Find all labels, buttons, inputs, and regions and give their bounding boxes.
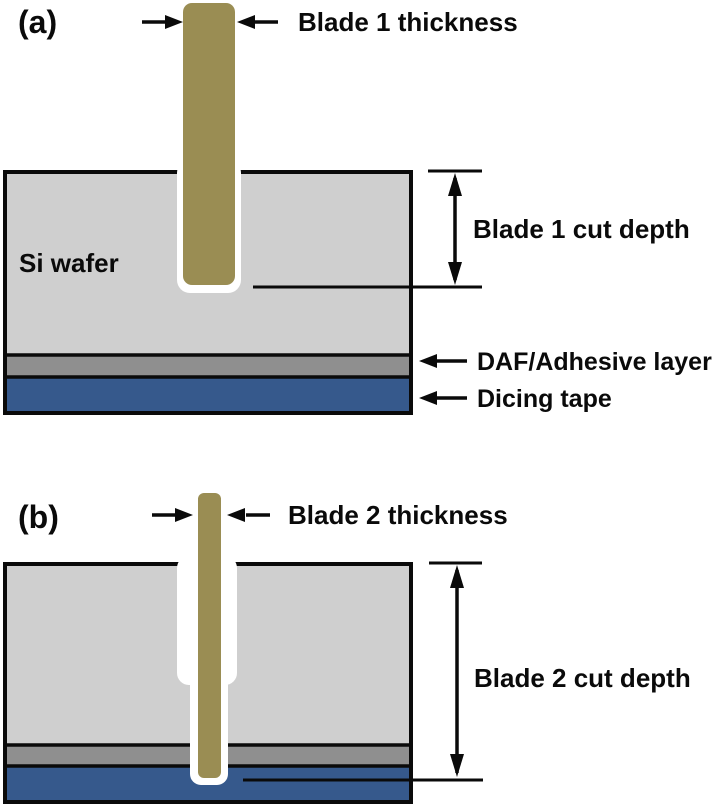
daf-annotation: DAF/Adhesive layer [419, 348, 712, 376]
arrow-left-icon [237, 15, 255, 29]
arrow-up-icon [448, 173, 462, 196]
blade-2-thickness-annotation: Blade 2 thickness [152, 500, 508, 530]
panel-b: (b) Blade 2 thickness [3, 493, 691, 804]
arrow-down-icon [450, 754, 464, 777]
blade-2-cut-depth-label: Blade 2 cut depth [474, 663, 691, 693]
si-wafer-label: Si wafer [19, 248, 119, 278]
blade-1-cut-depth-annotation: Blade 1 cut depth [253, 169, 690, 289]
blade-2 [198, 493, 221, 778]
arrow-up-icon [450, 565, 464, 588]
blade-1-thickness-annotation: Blade 1 thickness [142, 7, 518, 37]
arrow-right-icon [165, 15, 183, 29]
panel-b-label: (b) [18, 499, 59, 535]
dicing-tape-annotation: Dicing tape [419, 385, 612, 413]
dicing-tape-label: Dicing tape [477, 385, 612, 413]
blade-2-thickness-label: Blade 2 thickness [288, 500, 508, 530]
blade-1-cut-depth-label: Blade 1 cut depth [473, 214, 690, 244]
blade-1-thickness-label: Blade 1 thickness [298, 7, 518, 37]
arrow-right-icon [175, 508, 193, 522]
dicing-tape-layer-a [5, 377, 411, 415]
arrow-left-icon [419, 354, 437, 368]
blade-1 [183, 3, 235, 285]
daf-layer-a [5, 355, 411, 377]
arrow-down-icon [448, 262, 462, 285]
arrow-left-icon [227, 508, 245, 522]
blade-2-cut-depth-annotation: Blade 2 cut depth [243, 561, 691, 782]
daf-layer-label: DAF/Adhesive layer [477, 348, 712, 376]
arrow-left-icon [419, 391, 437, 405]
panel-a-label: (a) [18, 4, 57, 40]
panel-a: (a) Blade 1 thickness Si wafer [3, 3, 712, 415]
